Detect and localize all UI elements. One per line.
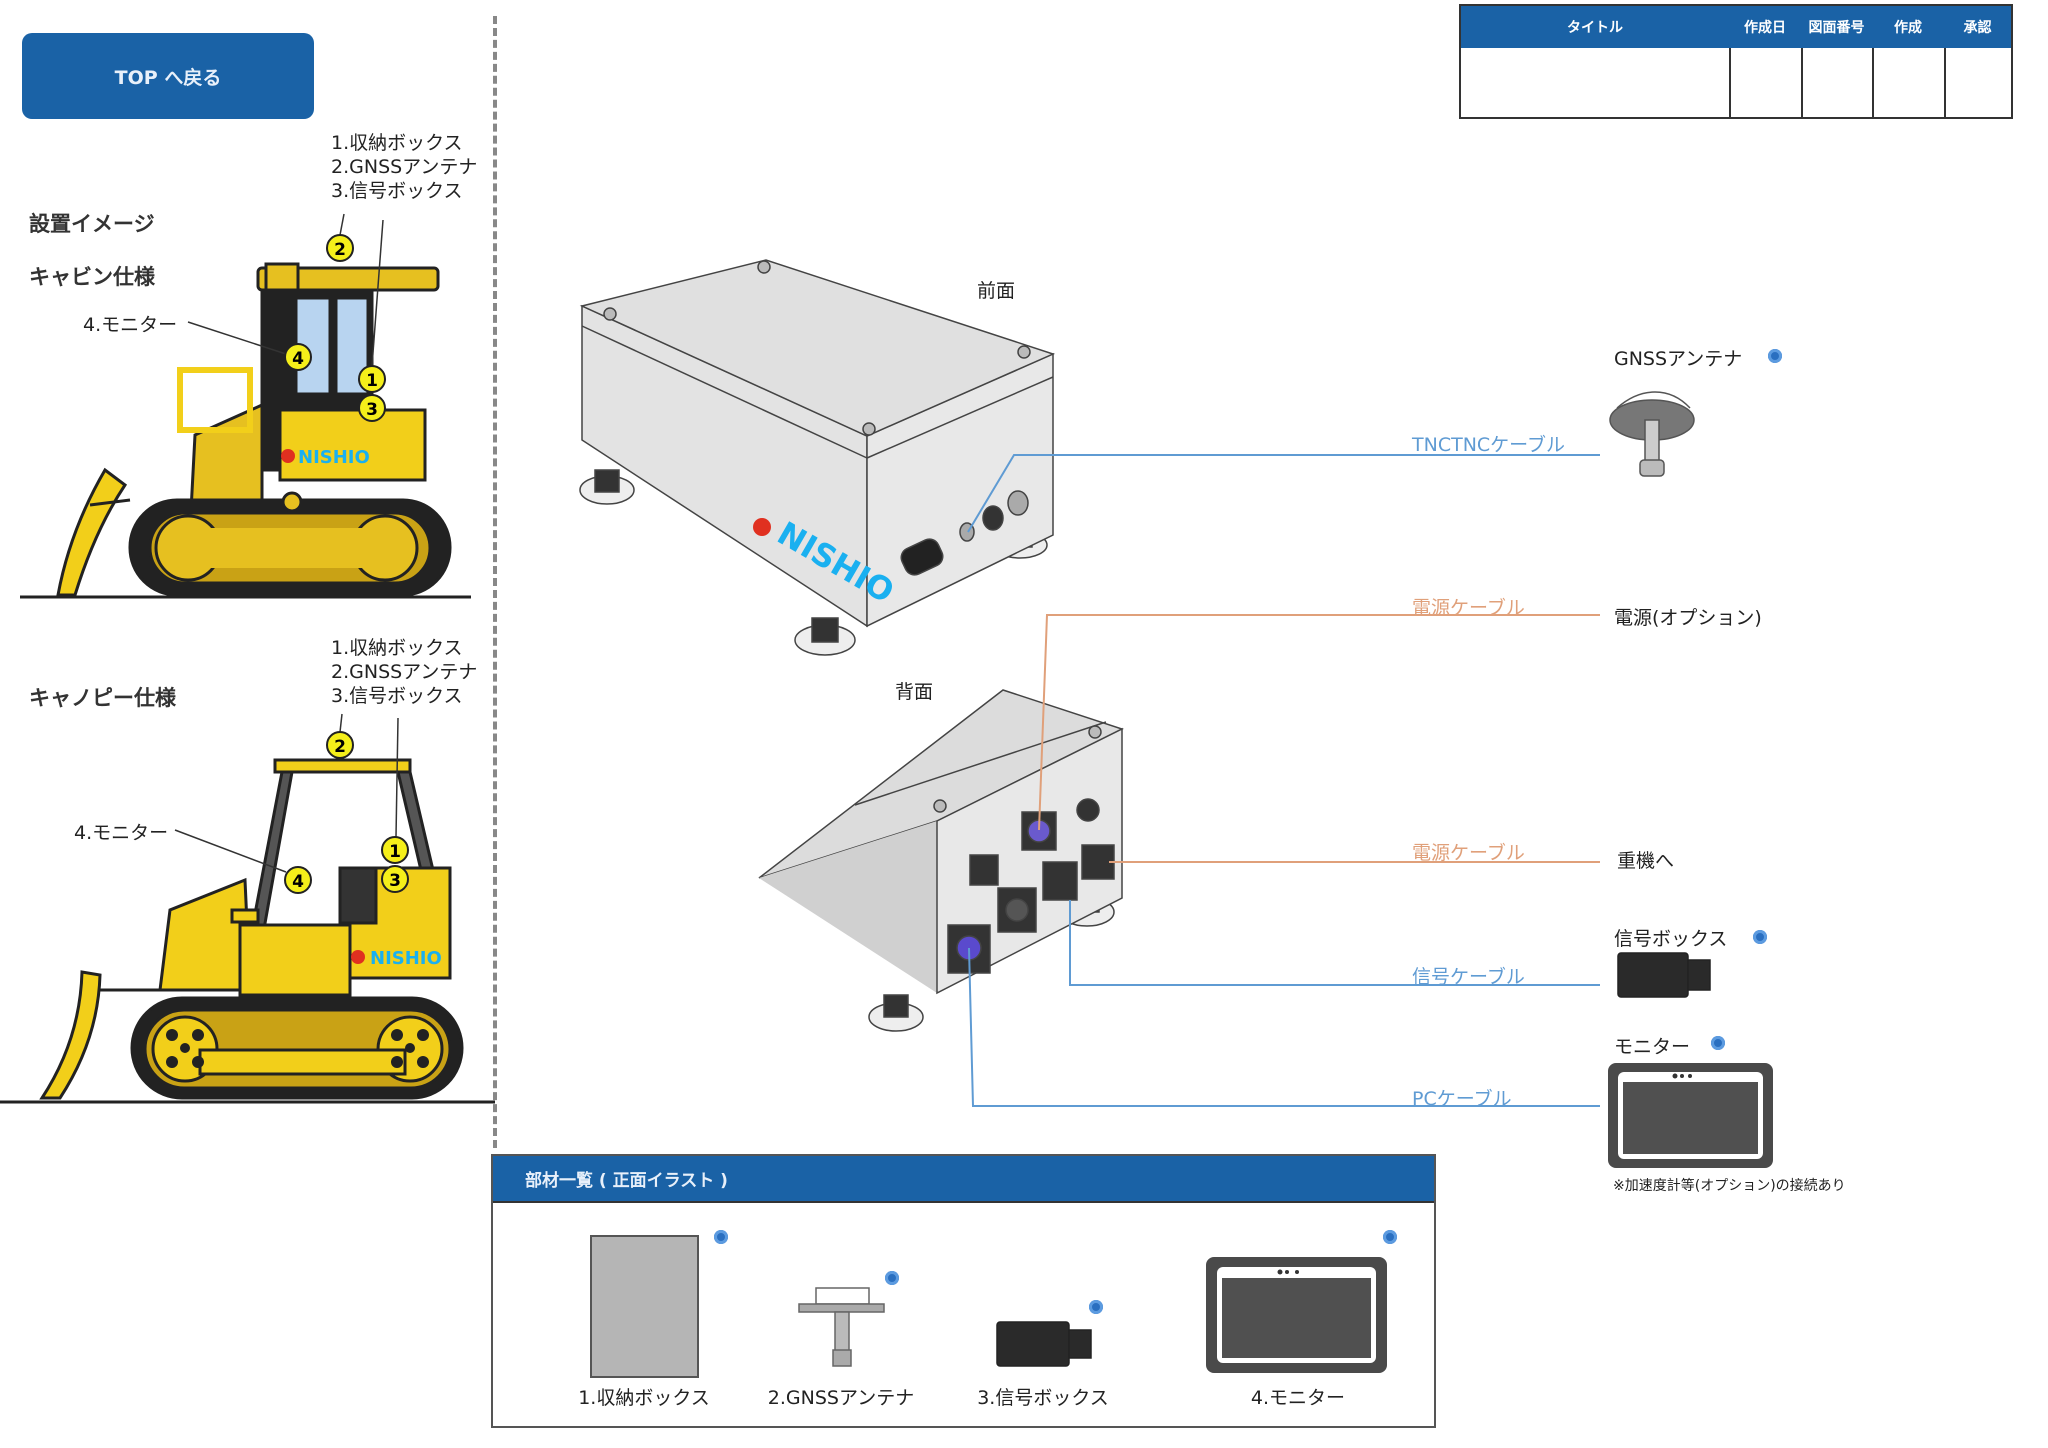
monitor-label: モニター <box>1614 1036 1691 1058</box>
box-logo: NISHIO <box>771 514 901 611</box>
canopy-parts-list: 1.収納ボックス 2.GNSSアンテナ 3.信号ボックス <box>331 636 477 708</box>
tnc-cable-label: TNCTNCケーブル <box>1412 434 1566 456</box>
signal-box-image <box>1617 952 1711 998</box>
cell-title <box>1461 48 1729 117</box>
logo-mark <box>281 449 295 463</box>
marker-3: 3 <box>389 871 401 891</box>
list-item: 2.GNSSアンテナ <box>331 661 478 683</box>
parts-panel-title: 部材一覧 ( 正面イラスト ) <box>493 1156 1434 1203</box>
pc-cable-label: PCケーブル <box>1412 1088 1512 1110</box>
header-title: タイトル <box>1567 20 1623 36</box>
marker-4: 4 <box>292 872 304 892</box>
canopy-logo: NISHIO <box>370 948 442 969</box>
signal-box-label: 信号ボックス <box>1614 928 1728 950</box>
storage-box-front <box>579 259 1056 656</box>
gnss-antenna-label: GNSSアンテナ <box>1614 348 1743 370</box>
marker-1: 1 <box>366 371 378 391</box>
power-cable-line-1 <box>1038 614 1600 831</box>
back-to-top-button[interactable]: TOP へ戻る <box>22 33 314 119</box>
cell-created <box>1872 48 1944 117</box>
marker-2: 2 <box>334 240 346 260</box>
marker-4: 4 <box>292 349 304 369</box>
zoom-icon[interactable] <box>1089 1300 1103 1314</box>
tnc-cable-line <box>967 454 1600 533</box>
part-label-gnss-antenna: 2.GNSSアンテナ <box>767 1387 915 1409</box>
header-created: 作成 <box>1894 20 1922 36</box>
cabin-logo: NISHIO <box>298 447 370 468</box>
cell-approved <box>1944 48 2011 117</box>
list-item: 2.GNSSアンテナ <box>331 156 478 178</box>
list-item: 3.信号ボックス <box>331 685 463 707</box>
title-block-body <box>1461 48 2011 117</box>
canopy-monitor-label: 4.モニター <box>74 822 169 844</box>
cabin-title: キャビン仕様 <box>29 265 155 289</box>
zoom-icon[interactable] <box>1753 930 1767 944</box>
section-title: 設置イメージ <box>29 212 155 236</box>
divider <box>493 16 497 1148</box>
cabin-monitor-label: 4.モニター <box>83 314 178 336</box>
zoom-icon[interactable] <box>714 1230 728 1244</box>
power-cable-label-1: 電源ケーブル <box>1412 597 1525 619</box>
zoom-icon[interactable] <box>885 1271 899 1285</box>
list-item: 3.信号ボックス <box>331 180 463 202</box>
zoom-icon[interactable] <box>1768 349 1782 363</box>
canopy-bulldozer-illustration: NISHIO 2 1 3 4 <box>0 713 495 1104</box>
back-label: 背面 <box>895 681 934 703</box>
signal-cable-label: 信号ケーブル <box>1412 966 1525 988</box>
storage-box-back <box>758 689 1124 1032</box>
header-drawing-number: 図面番号 <box>1808 20 1865 36</box>
cabin-parts-list: 1.収納ボックス 2.GNSSアンテナ 3.信号ボックス <box>331 131 477 203</box>
power-cable-label-2: 電源ケーブル <box>1412 842 1525 864</box>
gnss-antenna-image <box>1609 391 1695 477</box>
to-machine-label: 重機へ <box>1617 850 1675 872</box>
front-label: 前面 <box>977 280 1016 302</box>
header-approved: 承認 <box>1963 20 1992 36</box>
marker-3: 3 <box>366 400 378 420</box>
marker-2: 2 <box>334 737 346 757</box>
part-label-signal-box: 3.信号ボックス <box>977 1387 1109 1409</box>
canopy-title: キャノピー仕様 <box>29 686 176 710</box>
monitor-image <box>1608 1063 1773 1168</box>
title-block-table: タイトル 作成日 図面番号 作成 承認 <box>1459 4 2013 119</box>
part-label-storage-box: 1.収納ボックス <box>578 1387 710 1409</box>
header-date: 作成日 <box>1744 20 1786 36</box>
monitor-note: ※加速度計等(オプション)の接続あり <box>1613 1178 1846 1194</box>
title-block-header: タイトル 作成日 図面番号 作成 承認 <box>1461 6 2011 48</box>
logo-mark <box>351 950 365 964</box>
cell-date <box>1729 48 1801 117</box>
power-option-label: 電源(オプション) <box>1614 607 1762 629</box>
zoom-icon[interactable] <box>1711 1036 1725 1050</box>
list-item: 1.収納ボックス <box>331 132 463 154</box>
marker-1: 1 <box>389 842 401 862</box>
parts-list-panel: 部材一覧 ( 正面イラスト ) <box>491 1154 1436 1428</box>
cell-drawing-number <box>1801 48 1872 117</box>
cabin-bulldozer-illustration: NISHIO 2 1 3 4 <box>20 213 471 599</box>
zoom-icon[interactable] <box>1383 1230 1397 1244</box>
part-label-monitor: 4.モニター <box>1250 1387 1346 1409</box>
list-item: 1.収納ボックス <box>331 637 463 659</box>
